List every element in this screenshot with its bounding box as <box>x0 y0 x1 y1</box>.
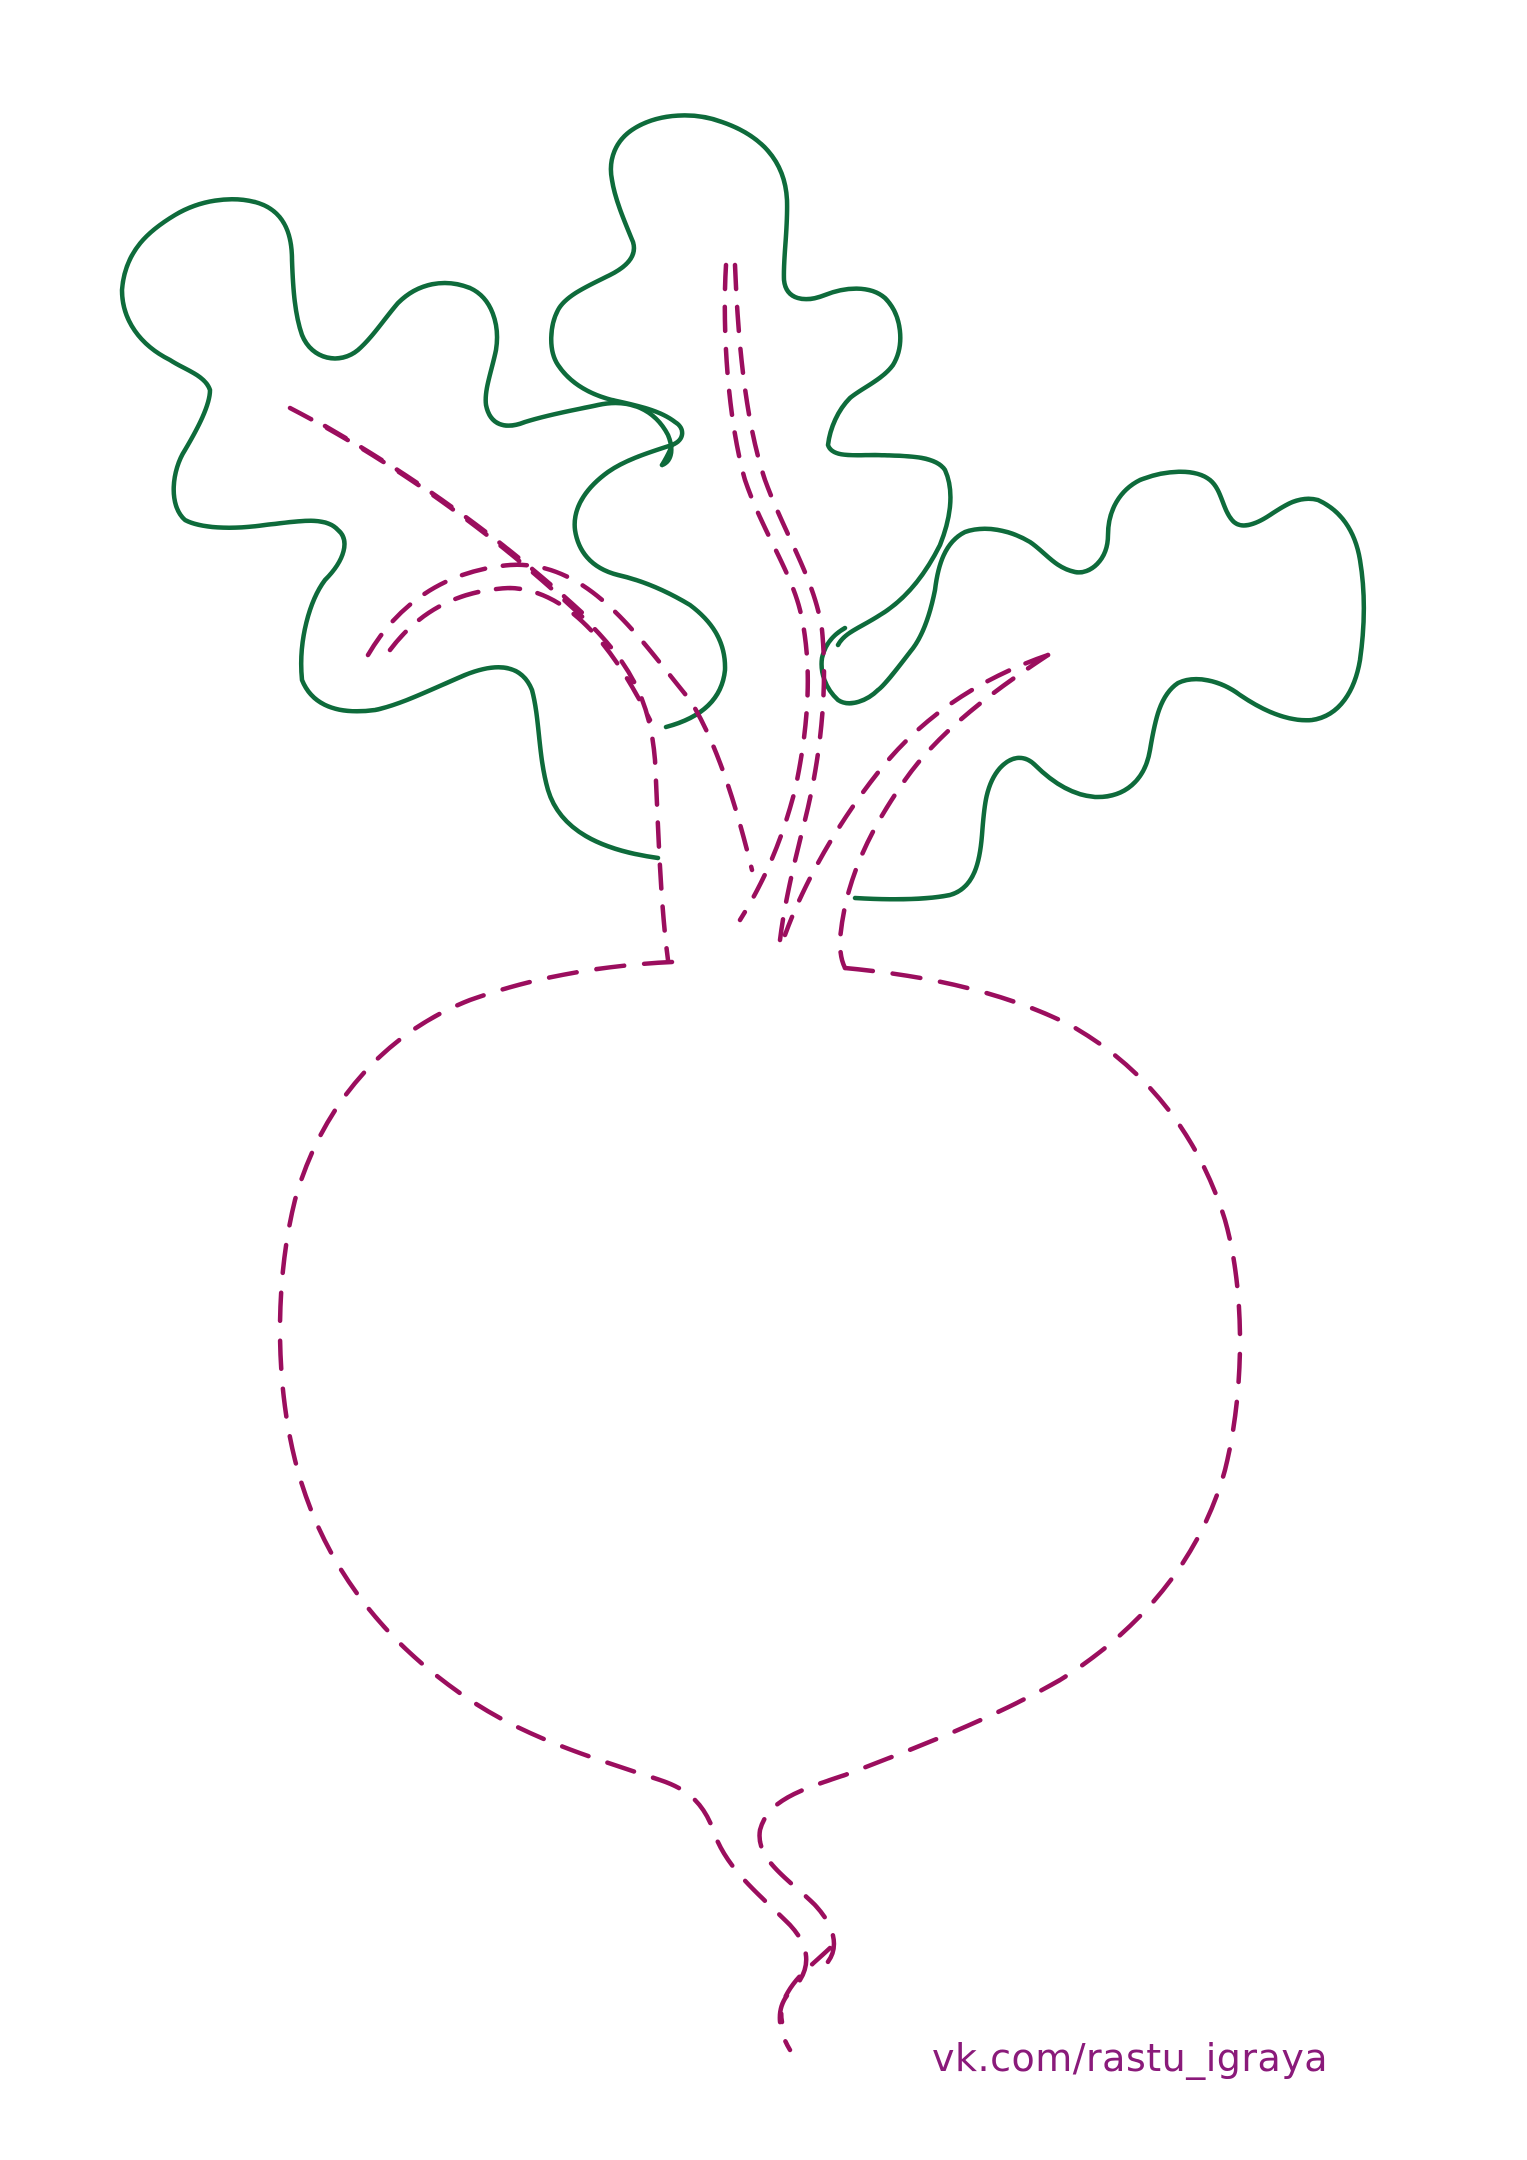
middle-stem-line-a <box>722 262 811 923</box>
beet-leaves <box>119 113 1366 902</box>
right-leaf-outline <box>819 469 1366 902</box>
right-stem-line-a <box>782 652 1051 938</box>
right-stem-line-b <box>837 652 1051 971</box>
beet-body-outline <box>277 959 809 2053</box>
middle-leaf-outline <box>549 113 953 730</box>
left-stem-line-a <box>287 405 671 963</box>
left-leaf-outline <box>119 197 674 861</box>
left-stem-line-b <box>322 423 593 623</box>
middle-stem-line-b <box>732 262 827 943</box>
credit-link-text[interactable]: vk.com/rastu_igraya <box>932 2036 1329 2080</box>
left-stem-branch-a <box>365 562 755 873</box>
beet-body-outline-right <box>757 965 1243 1971</box>
beet-tail-outline <box>779 1945 833 2025</box>
middle-leaf-curl <box>659 442 675 468</box>
beet-stems <box>287 262 1051 971</box>
left-stem-branch-b <box>387 585 653 723</box>
